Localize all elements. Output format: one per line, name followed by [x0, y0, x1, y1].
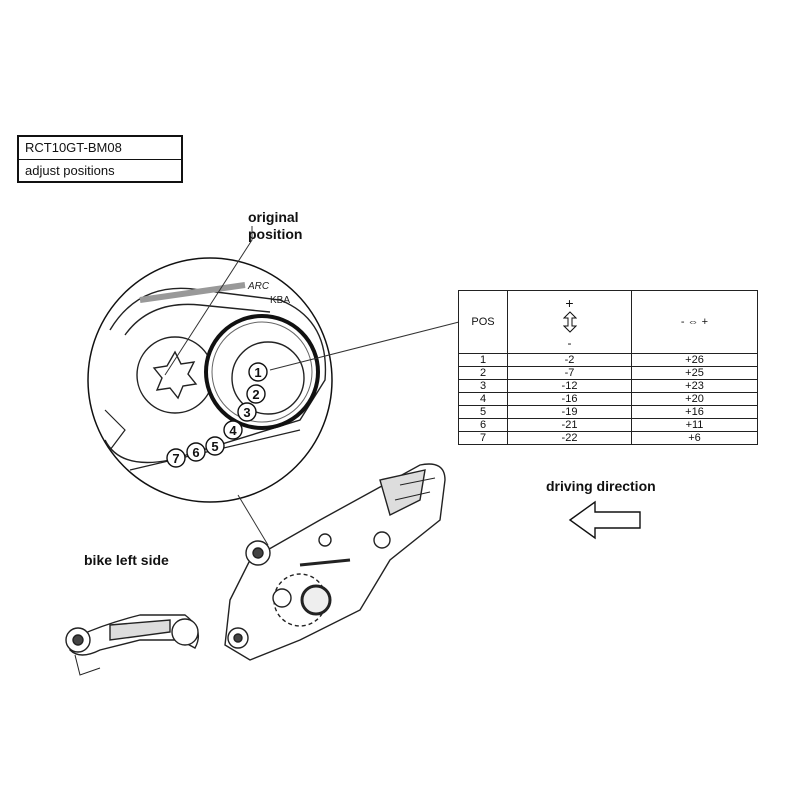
- vertical-arrow-icon: [562, 310, 577, 333]
- cell-vertical: -22: [507, 431, 632, 445]
- cell-horizontal: +6: [631, 431, 758, 445]
- cell-horizontal: +25: [631, 366, 758, 380]
- cell-horizontal: +16: [631, 405, 758, 419]
- table-row: 1-2+26: [458, 353, 758, 367]
- shift-lever: [65, 614, 199, 676]
- marker-4: 4: [229, 423, 237, 438]
- marker-circle-6: [186, 442, 206, 462]
- table-row: 3-12+23: [458, 379, 758, 393]
- cell-pos: 7: [458, 431, 508, 445]
- marker-circle-3: [237, 402, 257, 422]
- cell-pos: 2: [458, 366, 508, 380]
- cell-horizontal: +11: [631, 418, 758, 432]
- table-header-row: POS + - - ⇔ +: [458, 290, 758, 354]
- table-row: 2-7+25: [458, 366, 758, 380]
- table-row: 5-19+16: [458, 405, 758, 419]
- cell-vertical: -2: [507, 353, 632, 367]
- header-pos: POS: [458, 290, 508, 354]
- driving-direction-label: driving direction: [546, 478, 656, 494]
- cell-vertical: -21: [507, 418, 632, 432]
- rearset-assembly: [224, 463, 446, 661]
- position-markers: [166, 362, 268, 468]
- cell-horizontal: +20: [631, 392, 758, 406]
- original-position-leader: [164, 226, 253, 376]
- cell-pos: 5: [458, 405, 508, 419]
- brand-mark: ARC: [247, 281, 270, 292]
- marker-6: 6: [192, 445, 199, 460]
- original-position-label: original position: [248, 209, 303, 242]
- marker-2: 2: [252, 387, 259, 402]
- bike-left-side-label: bike left side: [84, 552, 169, 568]
- detail-to-assembly-leader: [237, 494, 269, 546]
- cell-pos: 3: [458, 379, 508, 393]
- cell-vertical: -19: [507, 405, 632, 419]
- cell-pos: 1: [458, 353, 508, 367]
- cell-vertical: -16: [507, 392, 632, 406]
- table-row: 6-21+11: [458, 418, 758, 432]
- part-title-box: RCT10GT-BM08 adjust positions: [17, 135, 183, 183]
- cell-horizontal: +23: [631, 379, 758, 393]
- marker-1: 1: [254, 365, 261, 380]
- cell-vertical: -12: [507, 379, 632, 393]
- vertical-plus: +: [565, 294, 574, 311]
- marker-5: 5: [211, 439, 218, 454]
- cell-pos: 4: [458, 392, 508, 406]
- vertical-minus: -: [567, 335, 572, 350]
- cell-pos: 6: [458, 418, 508, 432]
- kba-mark: KBA: [270, 295, 290, 306]
- table-leader: [269, 321, 460, 371]
- marker-circle-4: [223, 420, 243, 440]
- marker-circle-5: [205, 436, 225, 456]
- marker-7: 7: [172, 451, 179, 466]
- cell-horizontal: +26: [631, 353, 758, 367]
- marker-circle-2: [246, 384, 266, 404]
- part-subtitle: adjust positions: [25, 163, 115, 178]
- marker-3: 3: [243, 405, 250, 420]
- part-number: RCT10GT-BM08: [19, 137, 181, 160]
- header-horizontal: - ⇔ +: [631, 290, 758, 354]
- table-row: 4-16+20: [458, 392, 758, 406]
- header-vertical: + -: [507, 290, 632, 354]
- original-shaft: [136, 336, 214, 414]
- table-row: 7-22+6: [458, 431, 758, 445]
- driving-direction-arrow: [568, 500, 641, 540]
- marker-circle-1: [248, 362, 268, 382]
- leader-lines: [164, 226, 460, 546]
- cell-vertical: -7: [507, 366, 632, 380]
- marker-circle-7: [166, 448, 186, 468]
